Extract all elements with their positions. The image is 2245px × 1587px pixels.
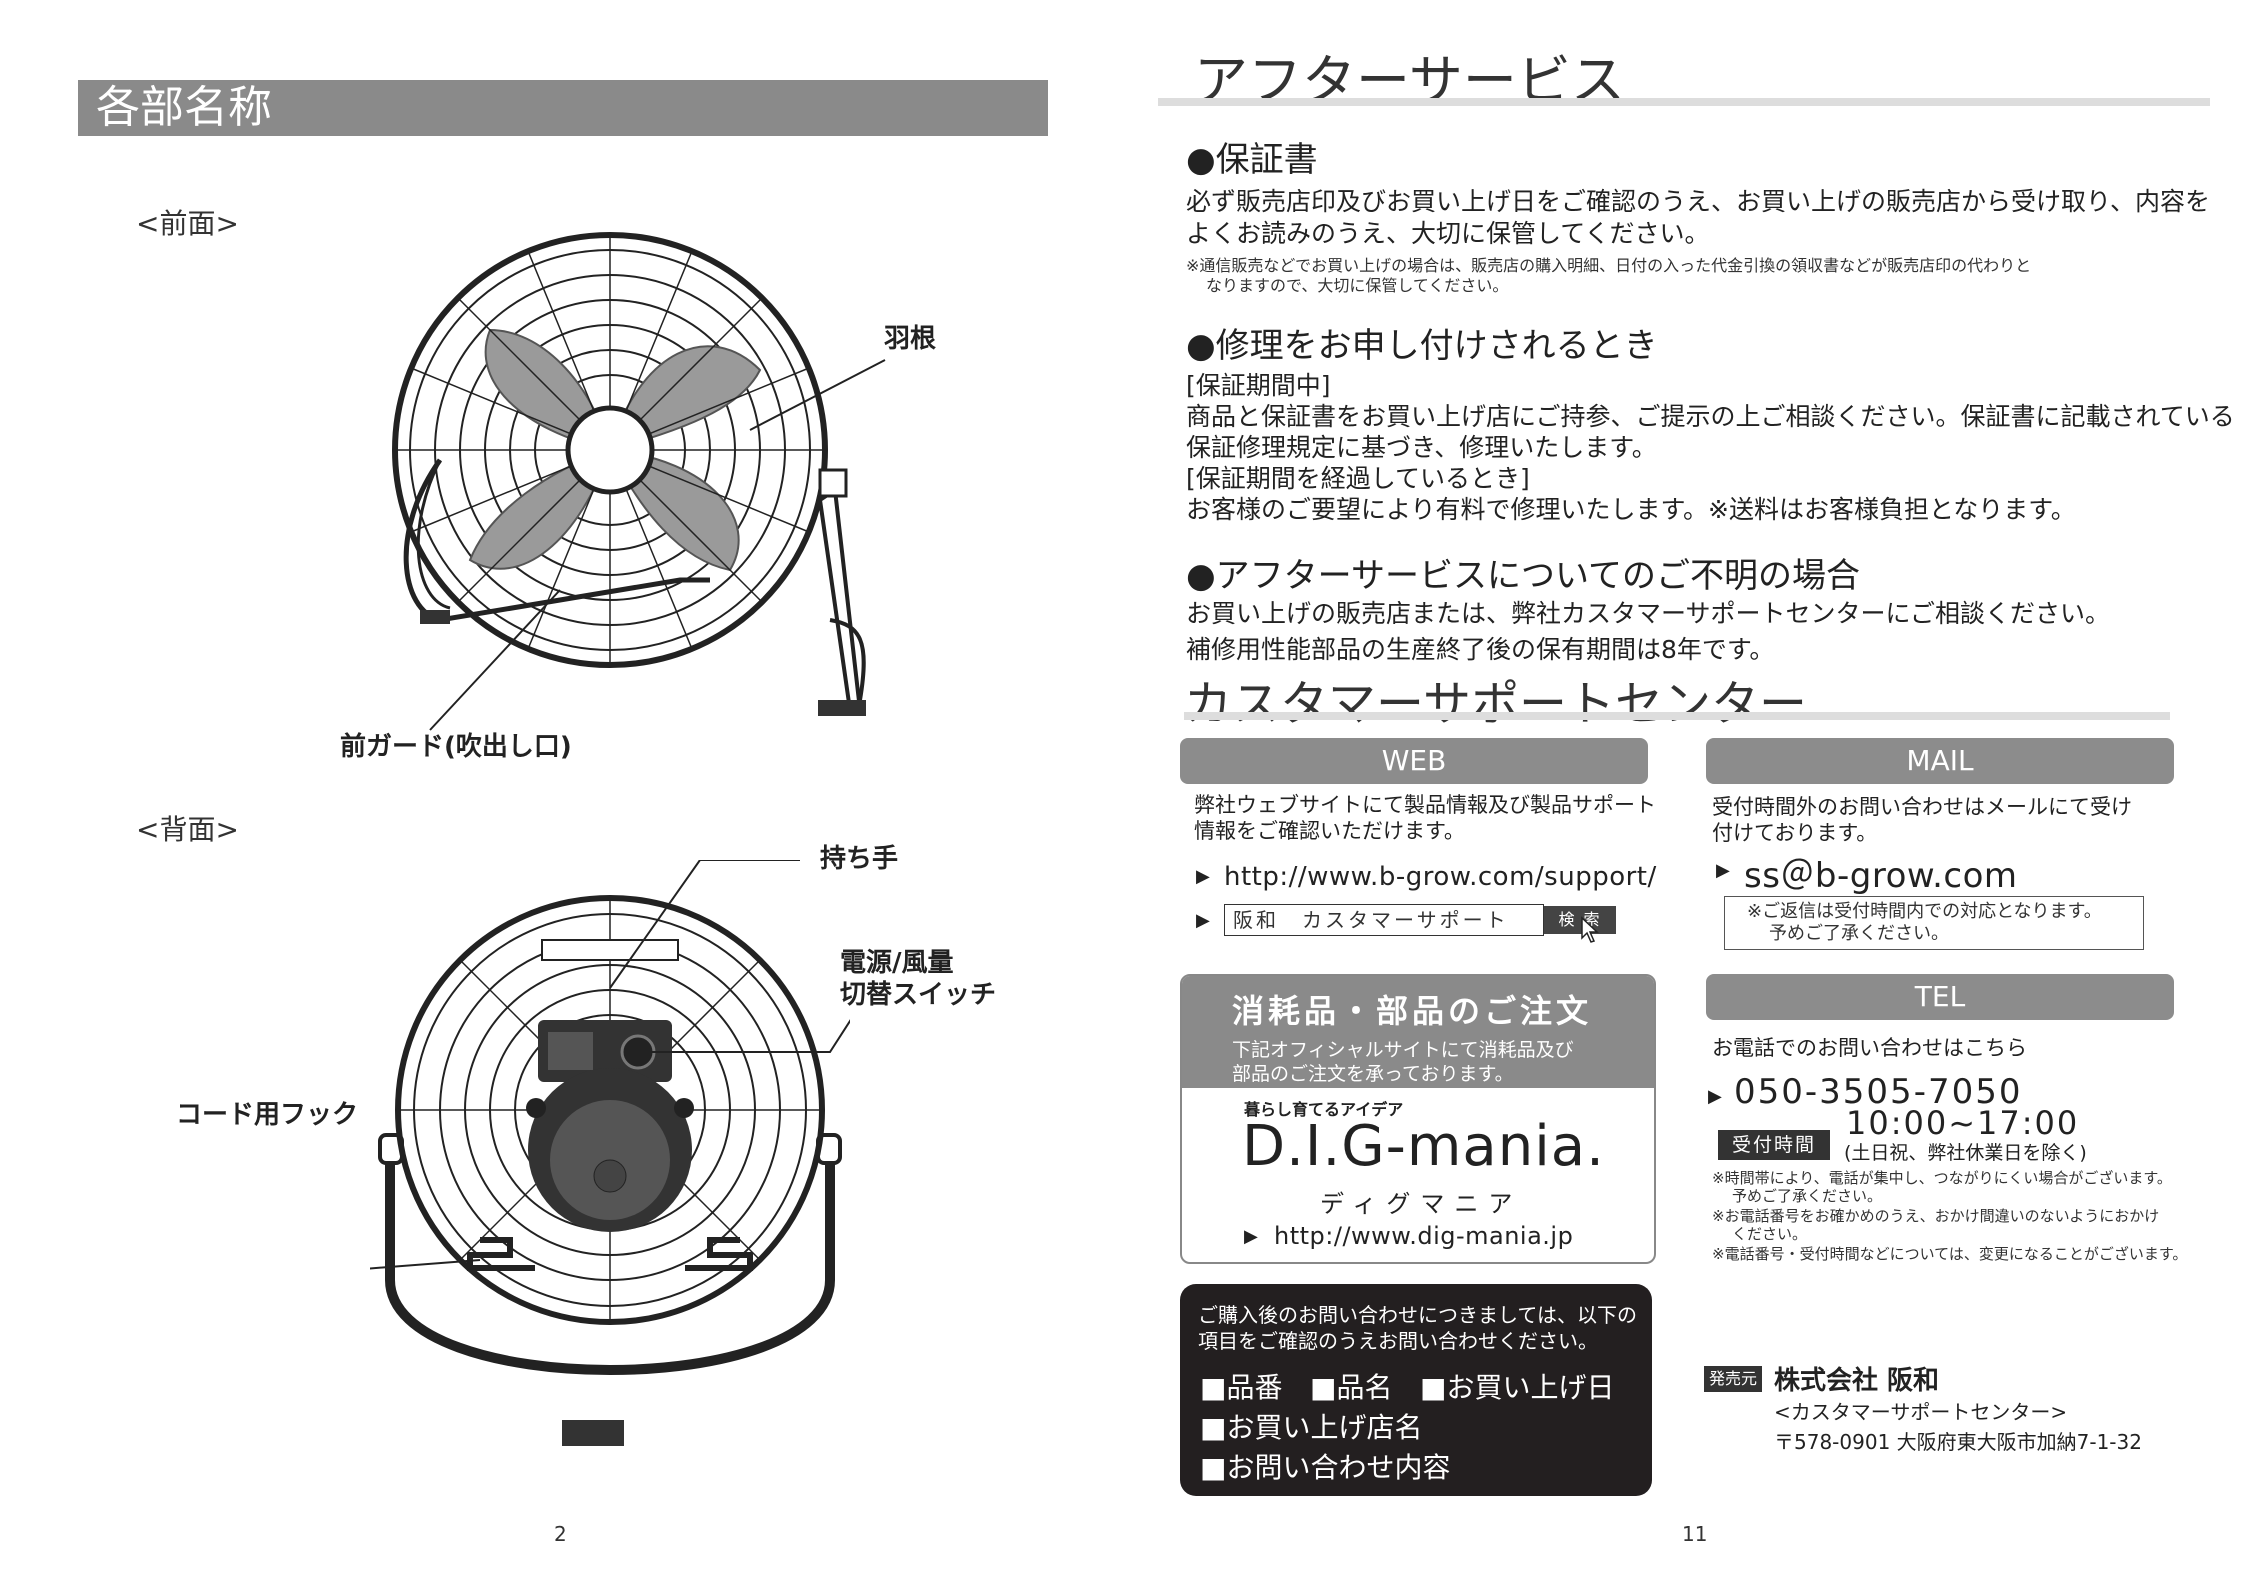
callout-switch-line2: 切替スイッチ — [840, 980, 997, 1010]
callout-cord-hook: コード用フック — [176, 1100, 359, 1130]
cursor-icon — [1581, 916, 1599, 943]
hours-badge: 受付時間 — [1718, 1130, 1830, 1160]
parts-order-heading: 消耗品・部品のご注文 — [1232, 992, 1593, 1030]
checklist-intro1: ご購入後のお問い合わせにつきましては、以下の — [1198, 1303, 1637, 1327]
tel-desc: お電話でのお問い合わせはこちら — [1712, 1036, 2027, 1060]
warranty-note2: なりますので、大切に保管してください。 — [1206, 276, 1509, 295]
inquiry-line2: 補修用性能部品の生産終了後の保有期間は8年です。 — [1186, 635, 1775, 664]
brand-logo: D.I.G-mania. — [1242, 1114, 1605, 1179]
repair-line1: 商品と保証書をお買い上げ店にご持参、ご提示の上ご相談ください。保証書に記載されて… — [1186, 402, 2235, 431]
callout-blade: 羽根 — [884, 324, 937, 354]
parts-order-header: 消耗品・部品のご注文 下記オフィシャルサイトにて消耗品及び 部品のご注文を承って… — [1182, 976, 1654, 1088]
tel-note1b: 予めご了承ください。 — [1732, 1187, 1883, 1205]
back-view-label: <背面> — [136, 813, 239, 846]
seller-dept: <カスタマーサポートセンター> — [1774, 1400, 2068, 1424]
seller-company: 株式会社 阪和 — [1774, 1366, 1940, 1396]
mail-note1: ※ご返信は受付時間内での対応となります。 — [1747, 901, 2102, 922]
checklist-item-date: ■お買い上げ日 — [1420, 1371, 1615, 1404]
tel-note2b: ください。 — [1732, 1225, 1808, 1243]
parts-order-desc1: 下記オフィシャルサイトにて消耗品及び — [1232, 1039, 1574, 1061]
parts-order-body: 暮らし育てるアイデア D.I.G-mania. ディグマニア ▶ http://… — [1182, 1088, 1654, 1262]
callout-handle: 持ち手 — [820, 844, 899, 874]
front-fan-illustration — [392, 232, 886, 731]
warranty-heading: ●保証書 — [1186, 140, 1318, 180]
warranty-line2: よくお読みのうえ、大切に保管してください。 — [1186, 219, 1710, 248]
triangle-icon: ▶ — [1196, 910, 1210, 931]
support-title-rule — [1184, 712, 2170, 720]
brand-tagline: 暮らし育てるアイデア — [1244, 1100, 1404, 1119]
parts-order-desc2: 部品のご注文を承っております。 — [1232, 1063, 1514, 1085]
triangle-icon: ▶ — [1708, 1086, 1722, 1107]
support-center-title: カスタマーサポートセンター — [1184, 676, 1808, 732]
title-rule — [1158, 98, 2210, 106]
warranty-note1: ※通信販売などでお買い上げの場合は、販売店の購入明細、日付の入った代金引換の領収… — [1186, 256, 2032, 275]
triangle-icon: ▶ — [1244, 1226, 1258, 1247]
mail-desc2: 付けております。 — [1712, 821, 1878, 845]
seller-address: 〒578-0901 大阪府東大阪市加納7-1-32 — [1774, 1430, 2142, 1454]
search-input[interactable]: 阪和 カスタマーサポート — [1224, 904, 1544, 936]
tel-hours: 10:00~17:00 — [1846, 1104, 2080, 1142]
tel-closed: (土日祝、弊社休業日を除く) — [1844, 1142, 2087, 1164]
search-button[interactable]: 検 索 — [1544, 906, 1616, 934]
front-view-label: <前面> — [136, 207, 239, 240]
web-desc2: 情報をご確認いただけます。 — [1194, 819, 1465, 843]
tel-note2: ※お電話番号をお確かめのうえ、おかけ間違いのないようにおかけ — [1712, 1207, 2160, 1225]
warranty-line1: 必ず販売店印及びお買い上げ日をご確認のうえ、お買い上げの販売店から受け取り、内容… — [1186, 187, 2211, 216]
brand-kana: ディグマニア — [1320, 1190, 1523, 1218]
inquiry-line1: お買い上げの販売店または、弊社カスタマーサポートセンターにご相談ください。 — [1186, 599, 2111, 628]
tel-note3: ※電話番号・受付時間などについては、変更になることがございます。 — [1712, 1245, 2188, 1263]
web-desc1: 弊社ウェブサイトにて製品情報及び製品サポート — [1194, 793, 1656, 817]
inquiry-heading: ●アフターサービスについてのご不明の場合 — [1186, 556, 1860, 596]
left-page-number: 2 — [554, 1522, 567, 1546]
seller-badge: 発売元 — [1704, 1366, 1762, 1392]
parts-names-title: 各部名称 — [78, 80, 1048, 136]
checklist-item-store: ■お買い上げ店名 — [1200, 1411, 1423, 1444]
parts-order-box: 消耗品・部品のご注文 下記オフィシャルサイトにて消耗品及び 部品のご注文を承って… — [1180, 974, 1656, 1264]
checklist-item-content: ■お問い合わせ内容 — [1200, 1451, 1451, 1484]
mail-note-box: ※ご返信は受付時間内での対応となります。 予めご了承ください。 — [1724, 896, 2144, 950]
repair-line3: お客様のご要望により有料で修理いたします。※送料はお客様負担となります。 — [1186, 495, 2076, 524]
tel-label: TEL — [1706, 974, 2174, 1020]
repair-line2: 保証修理規定に基づき、修理いたします。 — [1186, 433, 1657, 462]
checklist-item-name: ■品名 — [1310, 1371, 1393, 1404]
repair-sub1: [保証期間中] — [1186, 371, 1331, 400]
web-support-link[interactable]: http://www.b-grow.com/support/ — [1224, 862, 1657, 892]
web-label: WEB — [1180, 738, 1648, 784]
mail-address-link[interactable]: ss＠b-grow.com — [1744, 856, 2018, 896]
checklist-intro2: 項目をご確認のうえお問い合わせください。 — [1198, 1329, 1598, 1353]
triangle-icon: ▶ — [1196, 866, 1210, 887]
tel-number[interactable]: 050-3505-7050 — [1734, 1072, 2023, 1112]
tel-note1: ※時間帯により、電話が集中し、つながりにくい場合がございます。 — [1712, 1169, 2172, 1187]
back-fan-illustration — [370, 860, 850, 1446]
callout-front-guard: 前ガード(吹出し口) — [340, 732, 572, 762]
callout-switch-line1: 電源/風量 — [840, 948, 954, 978]
mail-note2: 予めご了承ください。 — [1769, 923, 1949, 944]
repair-sub2: [保証期間を経過しているとき] — [1186, 464, 1530, 493]
checklist-item-model: ■品番 — [1200, 1371, 1283, 1404]
dig-mania-link[interactable]: http://www.dig-mania.jp — [1274, 1222, 1574, 1250]
triangle-icon: ▶ — [1716, 860, 1730, 881]
mail-desc1: 受付時間外のお問い合わせはメールにて受け — [1712, 795, 2132, 819]
right-page-number: 11 — [1682, 1522, 1708, 1546]
repair-heading: ●修理をお申し付けされるとき — [1186, 326, 1658, 366]
inquiry-checklist-box: ご購入後のお問い合わせにつきましては、以下の 項目をご確認のうえお問い合わせくだ… — [1180, 1284, 1652, 1496]
mail-label: MAIL — [1706, 738, 2174, 784]
